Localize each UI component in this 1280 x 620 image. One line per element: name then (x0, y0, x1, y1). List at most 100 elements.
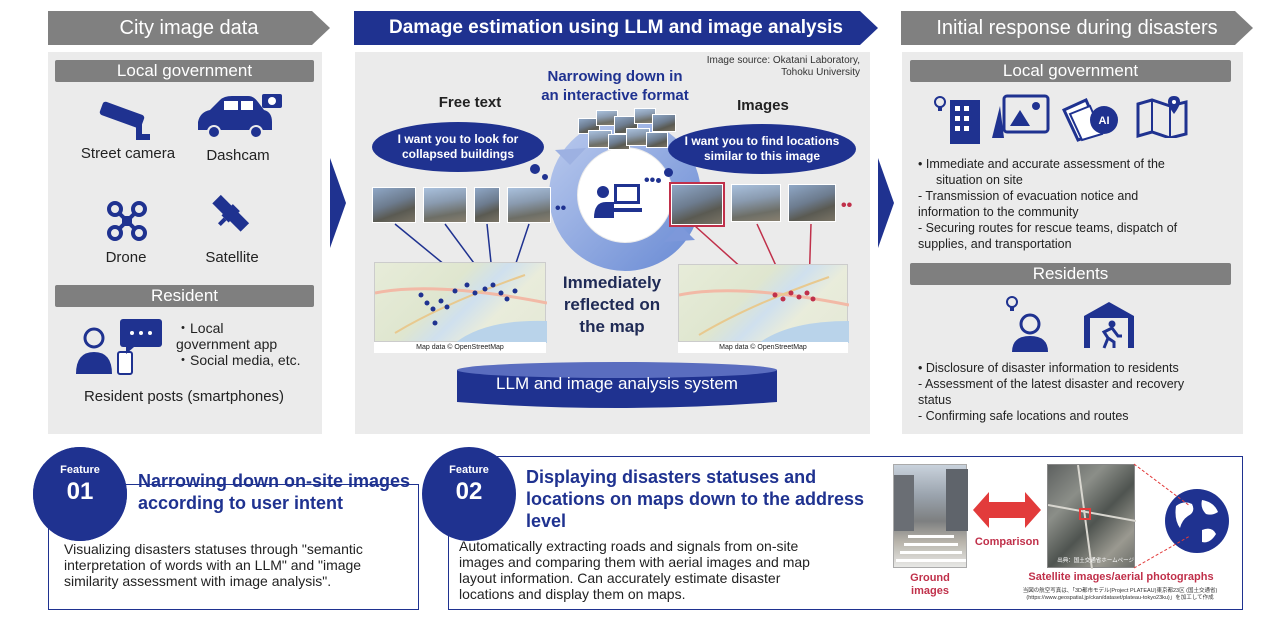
feature-02-title-line1: Displaying disasters statuses and (526, 467, 817, 487)
resident-item-1: ・Local (176, 320, 224, 336)
query-photo-selected[interactable] (669, 182, 725, 227)
feature-02-body: Automatically extracting roads and signa… (459, 538, 859, 602)
result-map-left[interactable] (374, 262, 548, 343)
resident-idea-icon (1006, 296, 1048, 352)
flow-arrow-right (878, 158, 894, 248)
gov-bullet-1: • Immediate and accurate assessment of t… (918, 157, 1165, 171)
feature-02-title-line3: level (526, 511, 567, 531)
feature-02-badge-label: Feature (449, 464, 489, 476)
image-source-line2: Tohoku University (781, 67, 860, 78)
reflected-line2: reflected on (563, 295, 661, 314)
resident-item-2: ・Social media, etc. (176, 352, 301, 368)
feature-01-body: Visualizing disasters statuses through "… (64, 541, 414, 589)
feature-01-title-line1: Narrowing down on-site images (138, 471, 411, 491)
gov-line-3b: supplies, and transportation (918, 237, 1072, 251)
satellite-icon (212, 194, 250, 232)
result-photo-2[interactable] (423, 187, 467, 223)
feature-01-badge-front-number: 01 (66, 478, 94, 505)
gov-line-3a: - Securing routes for rescue teams, disp… (918, 221, 1178, 235)
feature-02-body-line3: layout information. Can accurately estim… (459, 570, 781, 586)
photo-collage (578, 108, 678, 154)
computer-user-icon (594, 184, 642, 218)
narrowing-title: Narrowing down in an interactive format (530, 67, 700, 105)
header-initial-label: Initial response during disasters (936, 16, 1218, 39)
more-dots-mid: •• (644, 172, 656, 189)
map-pin-icon (1136, 96, 1188, 138)
evacuation-shelter-icon (1084, 302, 1134, 349)
header-damage-label: Damage estimation using LLM and image an… (388, 17, 843, 38)
feature-01-title-line2: according to user intent (138, 493, 344, 513)
resident-smartphone-icon (76, 319, 162, 375)
free-text-label: Free text (438, 94, 502, 111)
satellite-images-label: Satellite images/aerial photographs (1028, 571, 1214, 583)
left-resident-bar: Resident (55, 285, 314, 307)
cloud-tail-dot-small (542, 174, 548, 180)
image-source-line1: Image source: Okatani Laboratory, (706, 55, 860, 66)
drone-label: Drone (105, 249, 147, 266)
res-line-3: - Confirming safe locations and routes (918, 409, 1129, 423)
feature-02-body-line4: locations and display them on maps. (459, 586, 686, 602)
cloud-tail-dot-right (664, 168, 673, 177)
narrowing-line1: Narrowing down in (547, 68, 683, 85)
feature-02-body-line1: Automatically extracting roads and signa… (459, 538, 799, 554)
result-photo-1[interactable] (372, 187, 416, 223)
ai-documents-icon: AI (1062, 98, 1118, 142)
street-camera-icon (99, 101, 150, 140)
llm-system-label: LLM and image analysis system (496, 374, 738, 393)
comparison-label: Comparison (974, 536, 1040, 548)
street-camera-label: Street camera (80, 145, 176, 162)
aerial-credit-line2: (https://www.geospatial.jp/ckan/dataset/… (1026, 595, 1214, 601)
right-residents-bar: Residents (910, 263, 1231, 285)
left-resident-label: Resident (150, 286, 219, 305)
right-local-government-bar: Local government (910, 60, 1231, 82)
feature-01-body-line3: similarity assessment with image analysi… (64, 573, 332, 589)
right-local-government-label: Local government (1002, 61, 1139, 80)
aerial-credit-note: 当図の航空写真は、「3D都市モデル(Project PLATEAU)東京都23区… (1000, 588, 1240, 602)
satellite-label: Satellite (205, 249, 259, 266)
image-source-note: Image source: Okatani Laboratory,Tohoku … (660, 55, 860, 79)
comparison-double-arrow (973, 492, 1041, 528)
cloud-right-line2: similar to this image (703, 149, 821, 163)
dashcam-icon (198, 94, 282, 139)
building-bulb-icon (934, 96, 980, 144)
dashcam-label: Dashcam (206, 147, 270, 164)
similar-photo-1[interactable] (731, 184, 781, 222)
cloud-left-line1: I want you to look for (397, 132, 519, 146)
feature-02-title-line2: locations on maps down to the address (526, 489, 865, 509)
narrowing-line2: an interactive format (541, 87, 689, 104)
reflected-line1: Immediately (562, 273, 662, 292)
feature-01-body-line1: Visualizing disasters statuses through "… (64, 541, 363, 557)
map-credit-left: Map data © OpenStreetMap (374, 342, 546, 353)
result-photo-3[interactable] (474, 187, 500, 223)
feature-01-body-line2: interpretation of words with an LLM" and… (64, 557, 362, 573)
left-local-government-bar: Local government (55, 60, 314, 82)
res-bullet-1: • Disclosure of disaster information to … (918, 361, 1179, 375)
ground-image-photo (893, 464, 968, 568)
feature-02-badge-number: 02 (455, 478, 483, 505)
cloud-left-line2: collapsed buildings (401, 147, 514, 161)
result-map-right[interactable] (678, 264, 850, 343)
resident-actions-list: • Disclosure of disaster information to … (918, 360, 1236, 424)
header-initial-response: Initial response during disasters (901, 11, 1253, 45)
header-city-image-data: City image data (48, 11, 330, 45)
similar-photo-2[interactable] (788, 184, 836, 222)
resident-posts-label: Resident posts (smartphones) (83, 388, 285, 405)
more-dots-right: •• (841, 197, 853, 214)
images-label: Images (737, 97, 789, 114)
reflected-line3: the map (579, 317, 645, 336)
cloud-right-line1: I want you to find locations (684, 134, 840, 148)
zoom-callout-lines (1133, 463, 1191, 569)
header-city-label: City image data (119, 16, 259, 39)
aerial-source-text: 出典：国土交通省ホームページ (1057, 558, 1134, 564)
aerial-credit-line1: 当図の航空写真は、「3D都市モデル(Project PLATEAU)東京都23区… (1022, 588, 1218, 594)
reflected-on-map-text: Immediately reflected on the map (548, 272, 676, 338)
globe-icon (1165, 489, 1229, 553)
gov-line-2b: information to the community (918, 205, 1079, 219)
header-damage-estimation: Damage estimation using LLM and image an… (354, 11, 878, 45)
llm-system-database-icon (457, 362, 777, 408)
result-photo-4[interactable] (507, 187, 551, 223)
